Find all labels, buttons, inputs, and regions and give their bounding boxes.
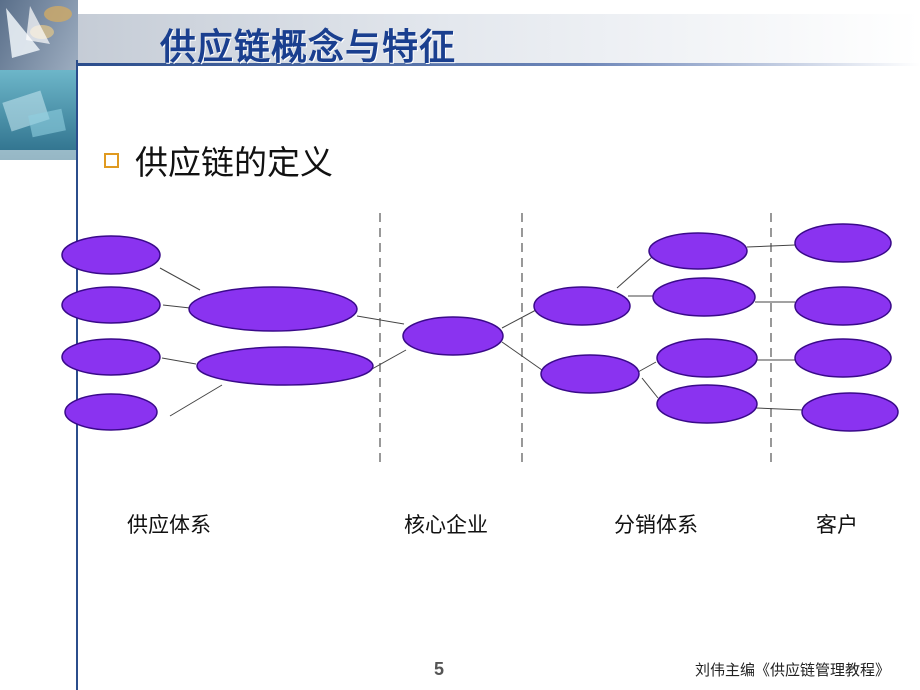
supplier-node-large [196, 346, 374, 386]
connector [161, 357, 197, 365]
slide-title: 供应链概念与特征 [160, 27, 457, 68]
distributor-node [533, 286, 631, 326]
distributor-node [648, 232, 748, 270]
connector [501, 309, 537, 329]
connector [641, 377, 659, 399]
supplier-node [61, 338, 161, 376]
connector [501, 341, 543, 371]
supplier-node-large [188, 286, 358, 332]
distributor-node [656, 338, 758, 378]
connector [616, 256, 653, 289]
connector [159, 267, 201, 291]
connector [746, 244, 796, 248]
distributor-node [652, 277, 756, 317]
column-label-supply: 供应体系 [127, 513, 211, 537]
title-band [78, 14, 920, 66]
title-underline [78, 63, 920, 66]
connector [755, 407, 804, 411]
square-bullet-icon [104, 152, 119, 168]
left-vertical-rule [76, 60, 78, 690]
supplier-node [61, 235, 161, 275]
supplier-node [64, 393, 158, 431]
column-label-core: 核心企业 [404, 513, 488, 537]
column-label-customer: 客户 [816, 513, 858, 537]
connector [356, 315, 405, 325]
connector [371, 349, 407, 370]
footer-citation: 刘伟主编《供应链管理教程》 [694, 661, 890, 679]
distributor-node [540, 354, 640, 394]
customer-node [801, 392, 899, 432]
column-label-distribution: 分销体系 [614, 513, 698, 537]
customer-node [794, 223, 892, 263]
distributor-node [656, 384, 758, 424]
connector-lines [159, 244, 804, 417]
supplier-node [61, 286, 161, 324]
customer-node [794, 338, 892, 378]
customer-node [794, 286, 892, 326]
connector [169, 384, 223, 417]
page-number: 5 [434, 659, 445, 679]
bullet-item: 供应链的定义 [104, 136, 333, 184]
connector [637, 361, 657, 373]
nodes [61, 223, 899, 432]
core-enterprise-node [402, 316, 504, 356]
connector [162, 304, 191, 309]
bullet-text: 供应链的定义 [135, 143, 333, 182]
corner-decoration-image [0, 0, 78, 160]
